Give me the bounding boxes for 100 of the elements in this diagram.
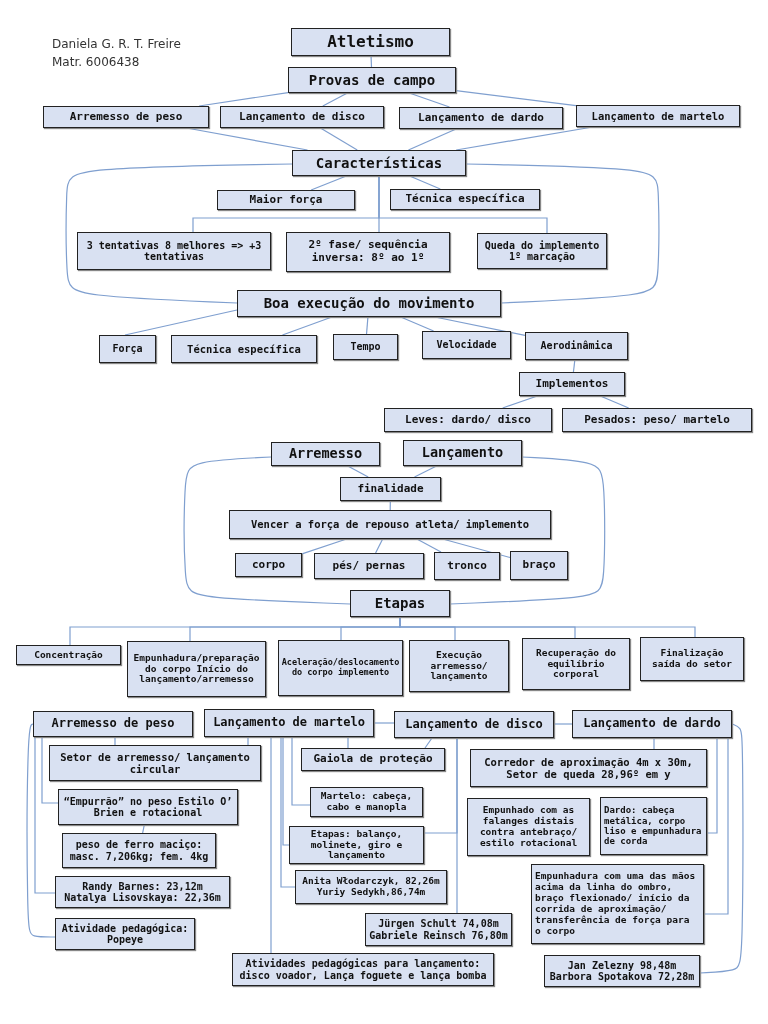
concept-box [33,711,193,737]
concept-text: Etapas: balanço, molinete, giro e lançamento [309,828,404,862]
concept-box [286,232,450,272]
concept-text: Maior força [249,193,323,207]
concept-box [289,826,424,864]
concept-box [288,67,456,93]
concept-box [640,637,744,681]
concept-text: Setor de arremesso/ lançamento circular [59,750,251,776]
concept-text: Arremesso de peso [69,110,183,124]
concept-box [525,332,628,360]
concept-text: Empunhado com as falanges distais contra antebraço/ estilo rotacional [478,805,579,849]
concept-text: tronco [447,559,487,573]
connector-line [456,737,458,914]
concept-box [278,640,403,696]
concept-box [477,233,607,269]
concept-text: Execução arremesso/ lançamento [429,649,489,683]
connector-line [41,736,59,804]
concept-text: Martelo: cabeça, cabo e manopla [319,791,414,813]
concept-text: Etapas [374,595,426,612]
concept-box [390,189,540,210]
concept-text: Boa execução do movimento [263,295,475,312]
connector-line [114,736,116,746]
concept-box [409,640,509,692]
connector-line [247,736,249,746]
concept-box [340,477,441,501]
concept-text: Lançamento de disco [239,110,365,124]
connector-line [653,737,655,750]
connector-line [378,175,548,234]
concept-text: Atividades pedagógicas para lançamento: disco voador, Lança foguete e lança bomba [238,958,488,981]
concept-text: Provas de campo [308,71,436,89]
concept-box [350,590,450,617]
concept-text: Lançamento de martelo [591,109,725,123]
concept-box [562,408,752,432]
concept-box [333,334,398,360]
concept-box [403,440,522,466]
concept-text: Lançamento de dardo [418,111,544,125]
connector-line [270,736,272,954]
connector-line [347,465,369,478]
concept-box [434,552,500,580]
concept-box [171,335,317,363]
concept-box [229,510,551,539]
concept-box [510,551,568,580]
connector-line [409,175,441,190]
concept-box [235,553,302,577]
concept-text: Lançamento de disco [405,717,543,732]
concept-text: Atletismo [327,32,414,52]
concept-text: Anita Włodarczyk, 82,26m Yuriy Sedykh,86,74m [301,876,441,898]
concept-text: Aceleração/deslocamento do corpo implemento [281,658,400,678]
connector-line [399,616,696,638]
concept-box [237,290,501,317]
concept-text: Corredor de aproximação 4m x 30m, Setor de queda 28,96º em y [483,755,694,781]
concept-text: Lançamento de dardo [583,717,721,731]
connector-line [465,163,660,304]
connector-line [599,395,630,409]
concept-text: “Empurrão” no peso Estilo O’ Brien e rotacional [62,795,234,819]
concept-text: Tempo [350,341,381,353]
concept-text: 2º fase/ sequência inversa: 8º ao 1º [307,239,429,265]
concept-box [301,748,445,771]
connector-line [400,316,435,332]
connector-line [442,538,511,559]
concept-box [62,833,216,868]
concept-text: Empunhadura/preparação do corpo Início do lançamento/arremesso [132,652,261,686]
concept-box [422,331,511,359]
concept-text: corpo [251,558,286,572]
connector-line [281,316,333,336]
connector-line [319,127,358,151]
connector-line [124,309,238,336]
concept-text: Dardo: cabeça metálica, corpo liso e empunhadura de corda [604,805,703,847]
concept-text: Pesados: peso/ martelo [584,413,730,427]
concept-box [77,232,271,270]
connector-line [553,723,573,725]
concept-text: Arremesso de peso [51,717,175,731]
connector-line [365,316,369,335]
concept-box [217,190,355,210]
concept-text: pés/ pernas [332,559,406,573]
concept-box [232,953,494,986]
concept-text: Jürgen Schult 74,08m Gabriele Reinsch 76,80m [369,918,508,941]
concept-box [576,105,740,127]
connector-line [65,163,293,304]
concept-text: Randy Barnes: 23,12m Natalya Lisovskaya: 22,36m [63,880,222,904]
connector-line [322,92,348,107]
concept-text: Leves: dardo/ disco [405,413,531,427]
concept-box [204,709,374,737]
connector-line [449,456,606,605]
concept-text: Concentração [34,649,103,661]
concept-text: Recuperação do equilíbrio corporal [534,647,618,681]
concept-text: Aerodinâmica [540,340,613,352]
connector-line [706,737,718,834]
concept-text: Velocidade [436,339,497,351]
concept-text: Arremesso [288,446,363,462]
concept-text: finalidade [357,482,424,496]
concept-box [43,106,209,128]
concept-box [271,442,380,466]
connector-line [413,465,438,478]
concept-box [292,150,466,176]
concept-text: Gaiola de proteção [313,753,433,766]
concept-box [531,864,704,944]
concept-box [470,749,707,787]
concept-text: Atividade pedagógica: Popeye [60,922,190,946]
concept-box [58,789,238,825]
